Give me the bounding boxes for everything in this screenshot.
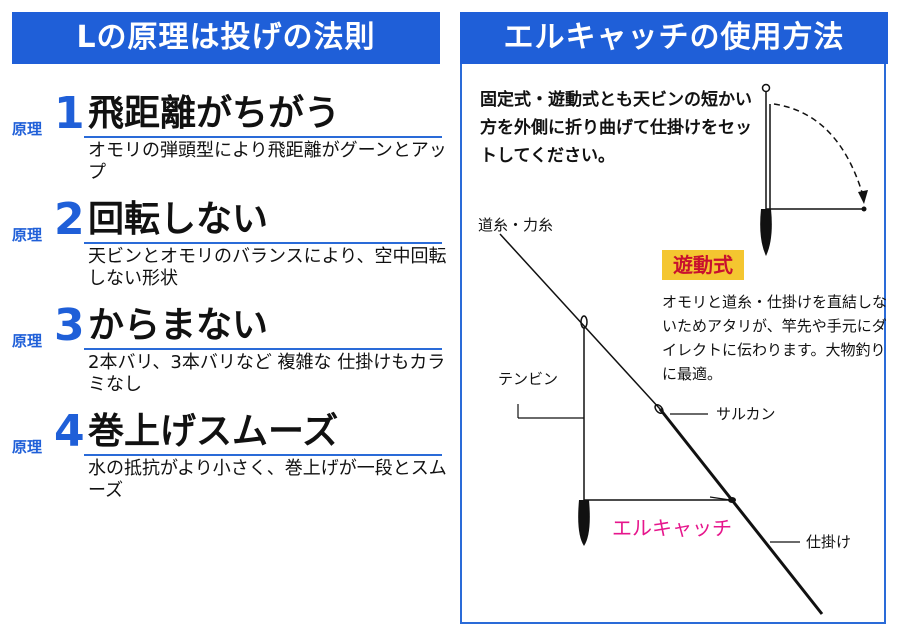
principle-desc: オモリの弾頭型により飛距離がグーンとアップ bbox=[88, 140, 447, 183]
principle-desc: 2本バリ、3本バリなど 複雑な 仕掛けもカラミなし bbox=[88, 352, 446, 395]
principle-rule bbox=[84, 242, 442, 244]
yudo-badge: 遊動式 bbox=[662, 250, 744, 280]
right-panel-frame bbox=[460, 64, 886, 624]
right-header: エルキャッチの使用方法 bbox=[460, 12, 888, 64]
principle-title: 回転しない bbox=[88, 199, 269, 240]
elcatch-connector bbox=[728, 497, 736, 503]
usage-diagram bbox=[499, 83, 868, 615]
sarukan-swivel bbox=[654, 403, 708, 415]
usage-intro-text: 固定式・遊動式とも天ビンの短かい方を外側に折り曲げて仕掛けをセットしてください。 bbox=[480, 90, 752, 166]
principle-rule bbox=[84, 136, 442, 138]
tenbin-wire bbox=[517, 315, 731, 546]
sarukan-label: サルカン bbox=[716, 405, 776, 423]
principle-number: 2 bbox=[54, 194, 85, 245]
principle-rule bbox=[84, 454, 442, 456]
tenbin-label: テンビン bbox=[498, 370, 559, 388]
principle-number: 3 bbox=[54, 300, 85, 351]
shikake-label: 仕掛け bbox=[806, 533, 852, 551]
principle-title: 巻上げスムーズ bbox=[88, 411, 339, 452]
yudo-description: オモリと道糸・仕掛けを直結しないためアタリが、竿先や手元にダイレクトに伝わります… bbox=[662, 293, 888, 383]
principle-desc: 水の抵抗がより小さく、巻上げが一段とスムーズ bbox=[88, 458, 447, 501]
principle-tag: 原理 bbox=[12, 226, 43, 244]
principle-number: 4 bbox=[54, 406, 85, 457]
principle-tag: 原理 bbox=[12, 120, 43, 138]
line-label: 道糸・力糸 bbox=[478, 216, 554, 234]
left-panel: Lの原理は投げの法則 原理 1 飛距離がちがう オモリの弾頭型により飛距離がグー… bbox=[12, 12, 447, 501]
principle-title: 飛距離がちがう bbox=[88, 93, 341, 134]
left-header: Lの原理は投げの法則 bbox=[12, 12, 440, 64]
principle-tag: 原理 bbox=[12, 332, 43, 350]
principle-rule bbox=[84, 348, 442, 350]
principle-tag: 原理 bbox=[12, 438, 43, 456]
main-line bbox=[499, 233, 824, 615]
elcatch-label: エルキャッチ bbox=[612, 516, 732, 540]
principle-number: 1 bbox=[54, 88, 85, 139]
principle-desc: 天ビンとオモリのバランスにより、空中回転しない形状 bbox=[88, 246, 447, 289]
folded-tenbin-illustration bbox=[760, 83, 868, 256]
principle-title: からまない bbox=[88, 305, 269, 346]
